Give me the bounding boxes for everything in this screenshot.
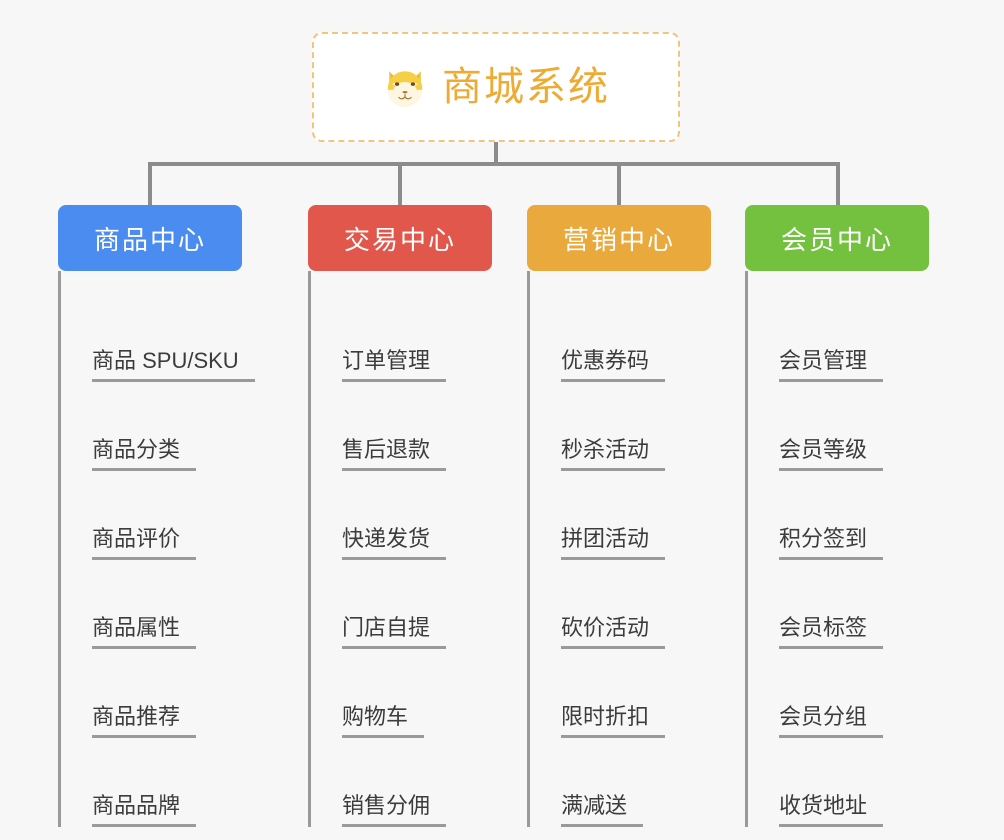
connector-bus [148, 162, 840, 166]
shiba-dog-icon [382, 64, 428, 110]
root-node[interactable]: 商城系统 [312, 32, 680, 142]
leaf-item-label: 商品 SPU/SKU [92, 348, 255, 382]
leaf-item[interactable]: 积分签到 [745, 471, 929, 560]
leaf-list: 优惠券码秒杀活动拼团活动砍价活动限时折扣满减送 [527, 271, 711, 827]
category-column: 营销中心优惠券码秒杀活动拼团活动砍价活动限时折扣满减送 [527, 205, 711, 827]
leaf-item-label: 商品分类 [92, 437, 197, 471]
category-header[interactable]: 会员中心 [745, 205, 929, 271]
leaf-item[interactable]: 会员标签 [745, 560, 929, 649]
category-header-label: 交易中心 [343, 224, 456, 255]
leaf-list: 商品 SPU/SKU 商品分类商品评价商品属性商品推荐商品品牌 [58, 271, 255, 827]
leaf-item[interactable]: 订单管理 [308, 293, 492, 382]
leaf-item-label: 商品属性 [92, 615, 197, 649]
leaf-item-label: 优惠券码 [561, 348, 666, 382]
category-column: 商品中心商品 SPU/SKU 商品分类商品评价商品属性商品推荐商品品牌 [58, 205, 255, 827]
leaf-item-label: 秒杀活动 [561, 437, 666, 471]
leaf-item[interactable]: 门店自提 [308, 560, 492, 649]
leaf-item-label: 销售分佣 [342, 793, 447, 827]
leaf-item[interactable]: 商品品牌 [58, 738, 242, 827]
category-header[interactable]: 交易中心 [308, 205, 492, 271]
leaf-item[interactable]: 优惠券码 [527, 293, 711, 382]
column-trunk-line [527, 271, 530, 827]
leaf-item-label: 会员管理 [779, 348, 884, 382]
leaf-item-label: 会员等级 [779, 437, 884, 471]
category-column: 会员中心会员管理会员等级积分签到会员标签会员分组收货地址 [745, 205, 929, 827]
category-header-label: 会员中心 [780, 224, 893, 255]
leaf-item[interactable]: 砍价活动 [527, 560, 711, 649]
leaf-item-label: 商品推荐 [92, 704, 197, 738]
leaf-item[interactable]: 收货地址 [745, 738, 929, 827]
leaf-item-label: 会员分组 [779, 704, 884, 738]
connector-drop-3 [617, 162, 621, 206]
column-trunk-line [308, 271, 311, 827]
category-header[interactable]: 营销中心 [527, 205, 711, 271]
leaf-item-label: 限时折扣 [561, 704, 666, 738]
leaf-item[interactable]: 商品属性 [58, 560, 242, 649]
leaf-item-label: 会员标签 [779, 615, 884, 649]
leaf-item[interactable]: 销售分佣 [308, 738, 492, 827]
connector-drop-2 [398, 162, 402, 206]
leaf-item[interactable]: 拼团活动 [527, 471, 711, 560]
leaf-list: 订单管理售后退款快递发货门店自提购物车销售分佣 [308, 271, 492, 827]
leaf-item[interactable]: 商品推荐 [58, 649, 242, 738]
connector-drop-1 [148, 162, 152, 206]
leaf-item[interactable]: 售后退款 [308, 382, 492, 471]
leaf-item[interactable]: 商品分类 [58, 382, 242, 471]
category-header[interactable]: 商品中心 [58, 205, 242, 271]
leaf-item[interactable]: 商品评价 [58, 471, 242, 560]
leaf-item[interactable]: 会员管理 [745, 293, 929, 382]
leaf-item-label: 售后退款 [342, 437, 447, 471]
leaf-item[interactable]: 限时折扣 [527, 649, 711, 738]
column-trunk-line [58, 271, 61, 827]
leaf-item-label: 商品评价 [92, 526, 197, 560]
leaf-item-label: 订单管理 [342, 348, 447, 382]
leaf-item-label: 积分签到 [779, 526, 884, 560]
leaf-item[interactable]: 商品 SPU/SKU [58, 293, 255, 382]
leaf-item-label: 砍价活动 [561, 615, 666, 649]
leaf-item-label: 商品品牌 [92, 793, 197, 827]
leaf-item-label: 购物车 [342, 704, 425, 738]
connector-root-stem [494, 142, 498, 166]
leaf-item-label: 拼团活动 [561, 526, 666, 560]
category-header-label: 营销中心 [562, 224, 675, 255]
column-trunk-line [745, 271, 748, 827]
leaf-item[interactable]: 会员分组 [745, 649, 929, 738]
category-header-label: 商品中心 [93, 224, 206, 255]
leaf-item[interactable]: 会员等级 [745, 382, 929, 471]
leaf-item-label: 收货地址 [779, 793, 884, 827]
leaf-item[interactable]: 满减送 [527, 738, 711, 827]
leaf-item-label: 门店自提 [342, 615, 447, 649]
root-title: 商城系统 [442, 65, 610, 109]
leaf-item[interactable]: 购物车 [308, 649, 492, 738]
leaf-item[interactable]: 快递发货 [308, 471, 492, 560]
leaf-item-label: 满减送 [561, 793, 644, 827]
connector-drop-4 [836, 162, 840, 206]
leaf-item-label: 快递发货 [342, 526, 447, 560]
leaf-list: 会员管理会员等级积分签到会员标签会员分组收货地址 [745, 271, 929, 827]
category-column: 交易中心订单管理售后退款快递发货门店自提购物车销售分佣 [308, 205, 492, 827]
leaf-item[interactable]: 秒杀活动 [527, 382, 711, 471]
